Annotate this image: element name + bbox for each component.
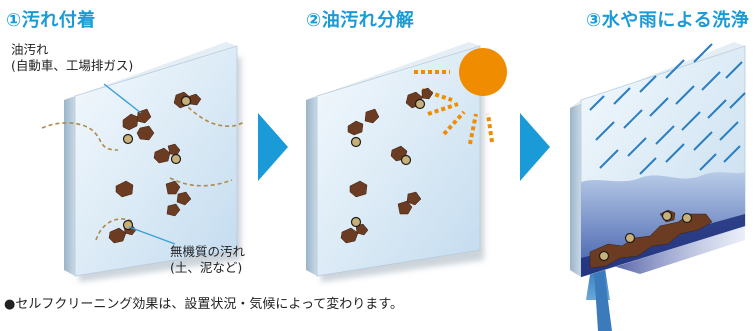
footnote: ●セルフクリーニング効果は、設置状況・気候によって変わります。: [4, 297, 404, 312]
panel-3: [570, 42, 746, 331]
rain-icon: [589, 43, 746, 175]
panel-2: [306, 42, 507, 282]
step-2-title: ②油汚れ分解: [306, 10, 415, 31]
airflow-path: [177, 97, 245, 127]
inorganic-dirt-label: 無機質の汚れ: [170, 244, 246, 259]
oil-leader-line: [103, 83, 142, 114]
airflow-path: [169, 177, 233, 187]
step-arrow-1: [258, 113, 288, 181]
inorganic-dirt-examples: (土、泥など): [170, 260, 243, 275]
inorganic-particle: [350, 98, 426, 228]
inorganic-dirt-callout: 無機質の汚れ (土、泥など): [170, 244, 245, 276]
airflow-path: [41, 122, 119, 151]
oil-dirt-label: 油汚れ: [11, 42, 49, 57]
inorganic-particle: [598, 210, 693, 262]
oil-dirt-examples: (自動車、工場排ガス): [11, 58, 134, 73]
step-arrow-2: [520, 113, 550, 181]
oil-dirt-callout: 油汚れ (自動車、工場排ガス): [11, 42, 133, 74]
inorganic-leader-line: [128, 226, 176, 245]
step-1-title: ①汚れ付着: [6, 10, 96, 31]
sun-rays: [414, 70, 494, 145]
panel-1: [41, 42, 245, 282]
step-3-title: ③水や雨による洗浄: [586, 10, 750, 31]
sun-icon: [459, 48, 507, 96]
